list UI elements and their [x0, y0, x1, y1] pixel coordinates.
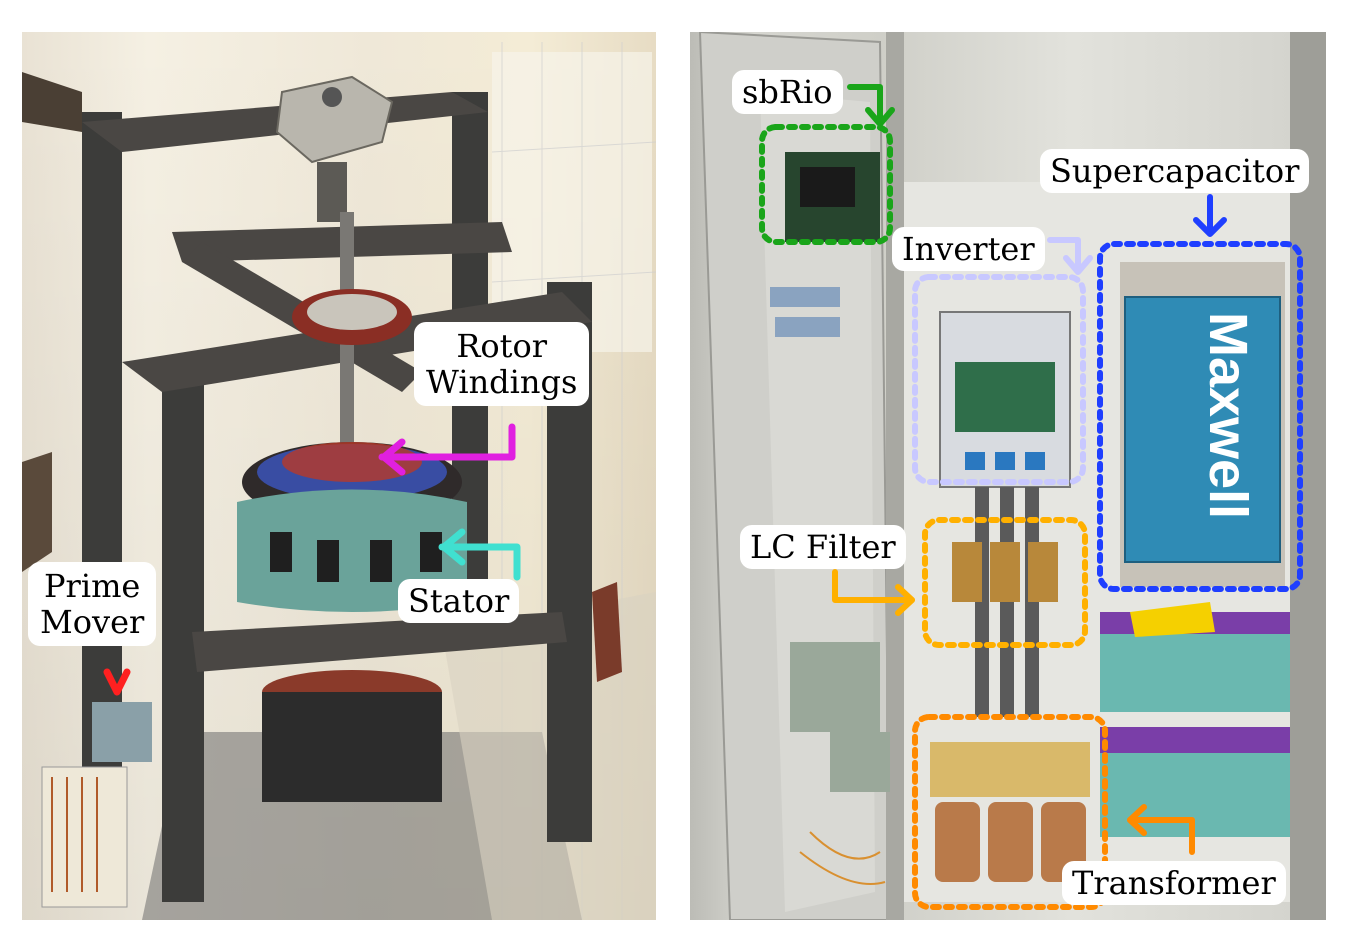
transformer-arrow — [1127, 817, 1195, 855]
maxwell-brand-text: Maxwell — [1198, 312, 1258, 519]
generator-rig-illustration — [22, 42, 656, 920]
inverter-arrow — [1047, 237, 1081, 273]
power-electronics-cabinet-photo: Maxwell sbRio Supercapacitor Inver — [690, 32, 1326, 920]
supercapacitor-highlight-box — [1097, 241, 1303, 592]
rotor-windings-label: Rotor Windings — [414, 322, 590, 406]
inverter-label: Inverter — [892, 227, 1045, 271]
lc-filter-arrow — [832, 569, 915, 603]
supercapacitor-label: Supercapacitor — [1040, 149, 1310, 193]
sbrio-highlight-box — [759, 124, 893, 245]
stator-label: Stator — [398, 579, 520, 623]
sbrio-arrow — [847, 84, 883, 125]
cabinet-illustration: Maxwell — [698, 32, 1326, 920]
prime-mover-line2: Mover — [40, 603, 145, 641]
generator-test-rig-photo: Rotor Windings Stator Prime Mover — [22, 32, 656, 920]
lc-filter-highlight-box — [922, 517, 1088, 648]
rotor-label-line1: Rotor — [456, 327, 548, 365]
rotor-label-line2: Windings — [426, 363, 578, 401]
inverter-highlight-box — [912, 274, 1086, 485]
rotor-windings-arrow — [378, 423, 516, 461]
prime-mover-line1: Prime — [44, 567, 141, 605]
prime-mover-arrow — [103, 668, 131, 696]
prime-mover-label: Prime Mover — [28, 562, 157, 646]
transformer-highlight-box — [912, 714, 1108, 910]
sbrio-label: sbRio — [732, 70, 843, 114]
lc-filter-label: LC Filter — [740, 525, 906, 569]
stator-arrow — [438, 543, 521, 581]
transformer-label: Transformer — [1062, 861, 1286, 905]
